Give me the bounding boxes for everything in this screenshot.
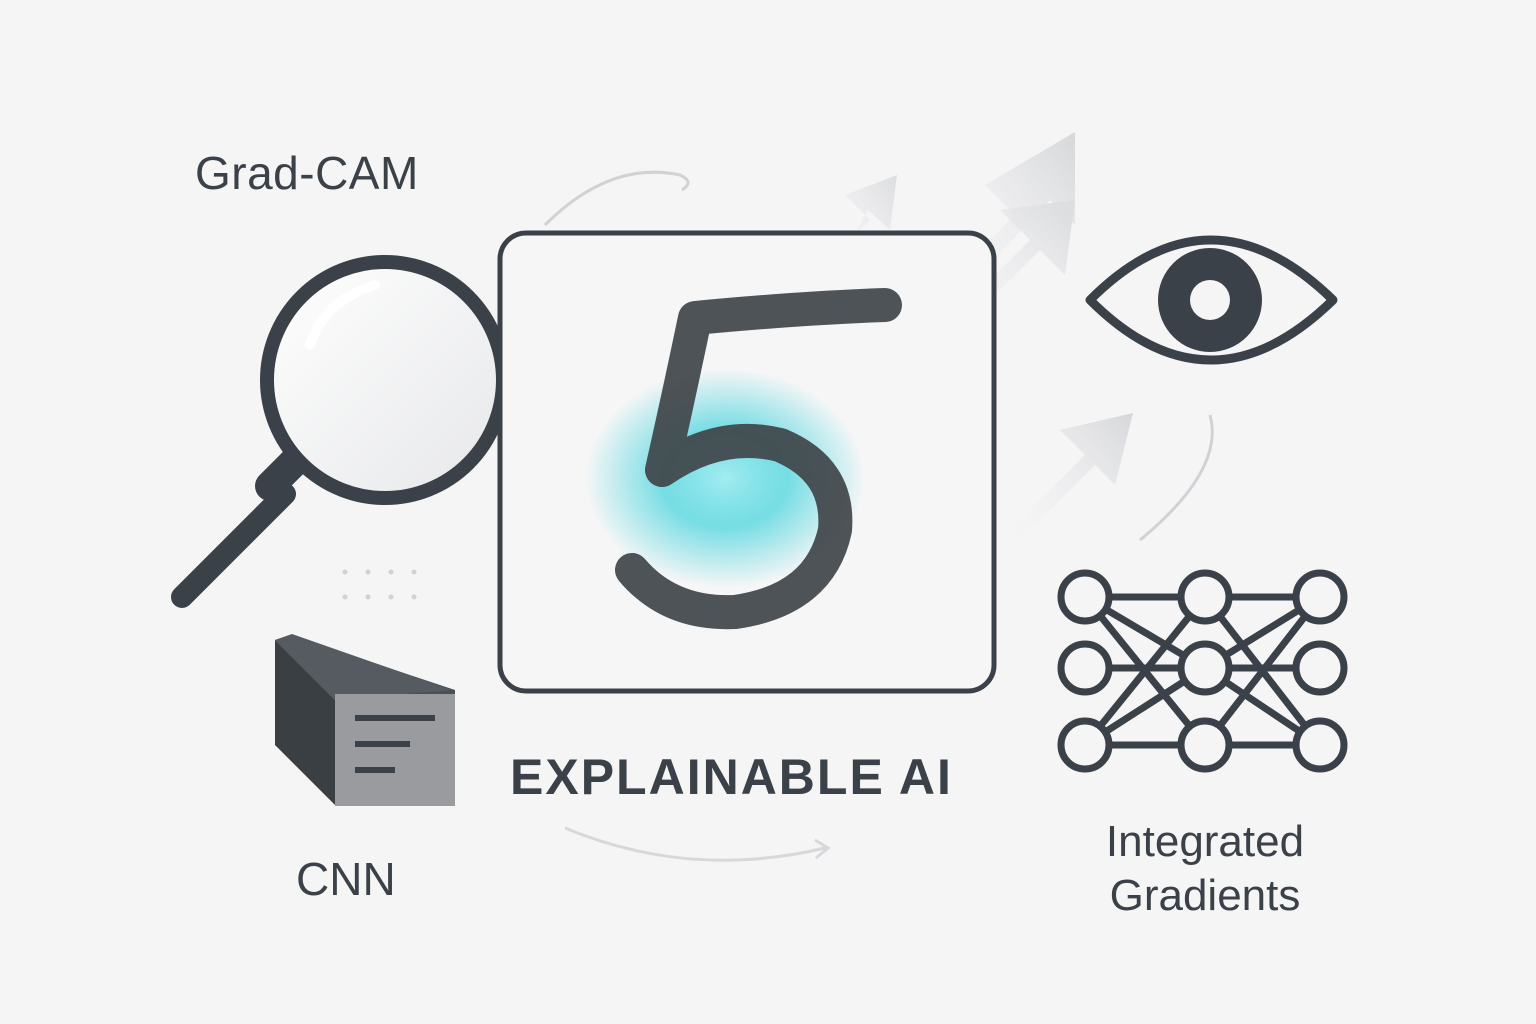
digit-frame [497, 230, 997, 694]
magnifying-glass-icon [171, 255, 510, 608]
curved-arrow-icon [564, 826, 831, 862]
grad-cam-label: Grad-CAM [195, 147, 419, 199]
integrated-gradients-line2: Gradients [1109, 871, 1301, 920]
curved-arrow-icon [543, 170, 690, 227]
saliency-highlight [585, 368, 865, 588]
neural-network-icon [1057, 569, 1348, 773]
curved-arrow-icon [1139, 414, 1214, 542]
cnn-label: CNN [296, 853, 396, 905]
integrated-gradients-label: Integrated Gradients [1040, 815, 1370, 923]
integrated-gradients-line1: Integrated [1105, 817, 1305, 866]
digit-five [615, 288, 902, 630]
eye-icon [1085, 235, 1338, 365]
explainable-ai-title: EXPLAINABLE AI [510, 749, 953, 805]
cube-icon [275, 634, 455, 806]
arrow-icon [930, 132, 1075, 300]
arrow-icon [1000, 413, 1133, 550]
dot-grid [342, 569, 417, 600]
